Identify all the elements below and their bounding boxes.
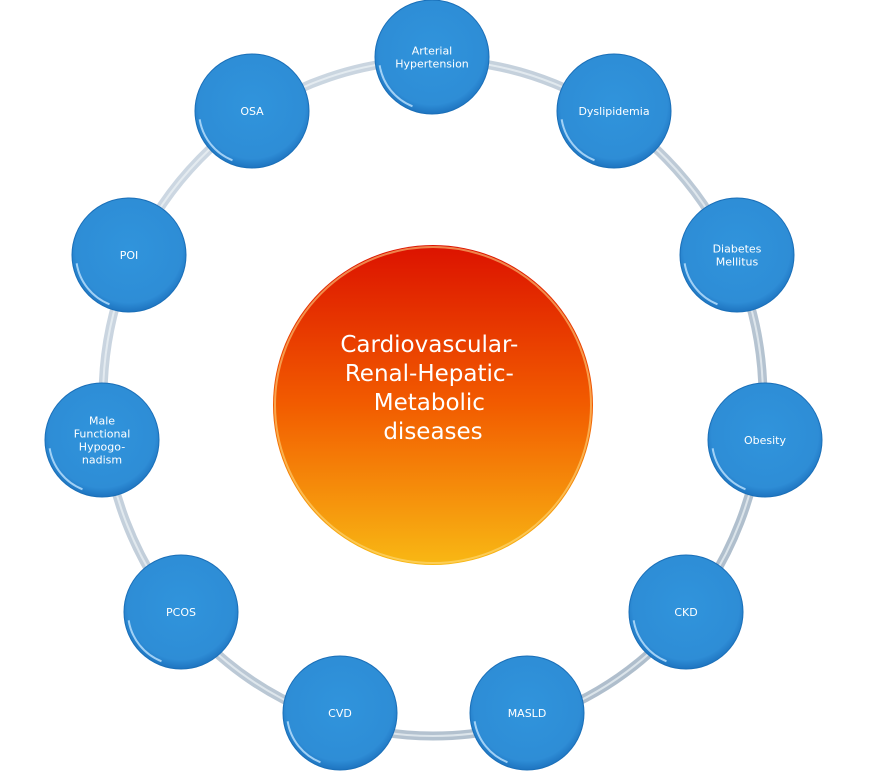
node-highlight — [632, 620, 667, 663]
node-highlight — [378, 65, 413, 108]
node-circle — [123, 554, 239, 670]
center-circle: Cardiovascular- Renal-Hepatic- Metabolic… — [273, 245, 593, 565]
node-label-line: Obesity — [744, 434, 787, 447]
node-label-line: OSA — [240, 105, 264, 118]
node-label-line: Mellitus — [716, 256, 759, 269]
node-masld: MASLD — [469, 655, 585, 771]
node-dyslipidemia: Dyslipidemia — [556, 53, 672, 169]
center-label-line: diseases — [383, 419, 482, 445]
node-cvd: CVD — [282, 655, 398, 771]
node-highlight — [198, 119, 233, 162]
center-label-line: Metabolic — [374, 390, 485, 416]
node-highlight — [560, 119, 595, 162]
center-label-line: Cardiovascular- — [340, 332, 518, 358]
node-label-line: CKD — [674, 606, 697, 619]
node-label-line: Diabetes — [713, 243, 762, 256]
node-highlight — [48, 448, 83, 491]
node-obesity: Obesity — [707, 382, 823, 498]
node-label: MASLD — [508, 707, 547, 720]
node-circle — [469, 655, 585, 771]
node-highlight — [473, 721, 508, 764]
node-circle — [194, 53, 310, 169]
node-osa: OSA — [194, 53, 310, 169]
node-label-line: CVD — [328, 707, 352, 720]
node-circle — [374, 0, 490, 115]
node-label: Dyslipidemia — [578, 105, 649, 118]
node-label-line: Hypertension — [395, 58, 469, 71]
node-label-line: Functional — [74, 428, 131, 441]
node-label-line: nadism — [82, 454, 122, 467]
node-highlight — [75, 263, 110, 306]
center-label: Cardiovascular- Renal-Hepatic- Metabolic… — [340, 332, 525, 445]
node-label-line: Male — [89, 415, 115, 428]
center-label-line: Renal-Hepatic- — [345, 361, 514, 387]
node-circle — [282, 655, 398, 771]
node-highlight — [711, 448, 746, 491]
node-circle — [556, 53, 672, 169]
node-circle — [679, 197, 795, 313]
node-label-line: POI — [120, 249, 139, 262]
node-label-line: Arterial — [412, 45, 453, 58]
node-label: CVD — [328, 707, 352, 720]
node-pcos: PCOS — [123, 554, 239, 670]
node-label: PCOS — [166, 606, 196, 619]
center-circle-rim — [274, 246, 592, 564]
node-label: Obesity — [744, 434, 787, 447]
node-poi: POI — [71, 197, 187, 313]
node-highlight — [127, 620, 162, 663]
node-label: POI — [120, 249, 139, 262]
node-highlight — [683, 263, 718, 306]
node-label-line: MASLD — [508, 707, 547, 720]
node-label-line: Hypogo- — [79, 441, 125, 454]
node-ckd: CKD — [628, 554, 744, 670]
node-label: CKD — [674, 606, 697, 619]
node-label: OSA — [240, 105, 264, 118]
node-circle — [707, 382, 823, 498]
center-circle-shape — [273, 245, 593, 565]
node-highlight — [286, 721, 321, 764]
node-label-line: Dyslipidemia — [578, 105, 649, 118]
node-label-line: PCOS — [166, 606, 196, 619]
node-circle — [71, 197, 187, 313]
node-circle — [44, 382, 160, 498]
node-circle — [628, 554, 744, 670]
